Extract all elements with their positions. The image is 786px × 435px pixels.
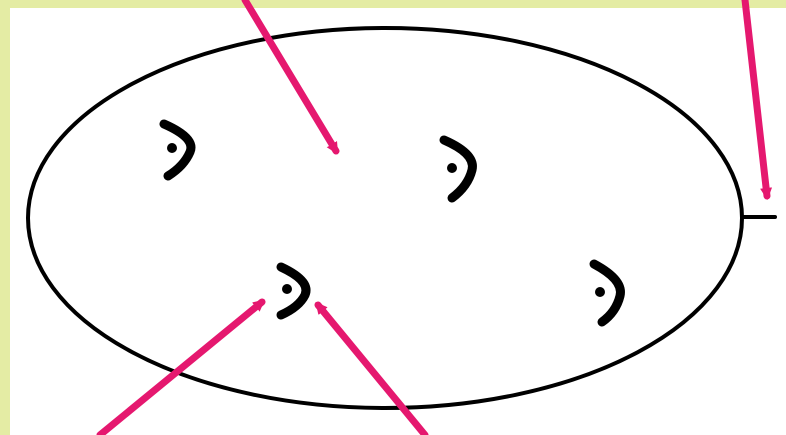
panel-background [10,8,786,435]
